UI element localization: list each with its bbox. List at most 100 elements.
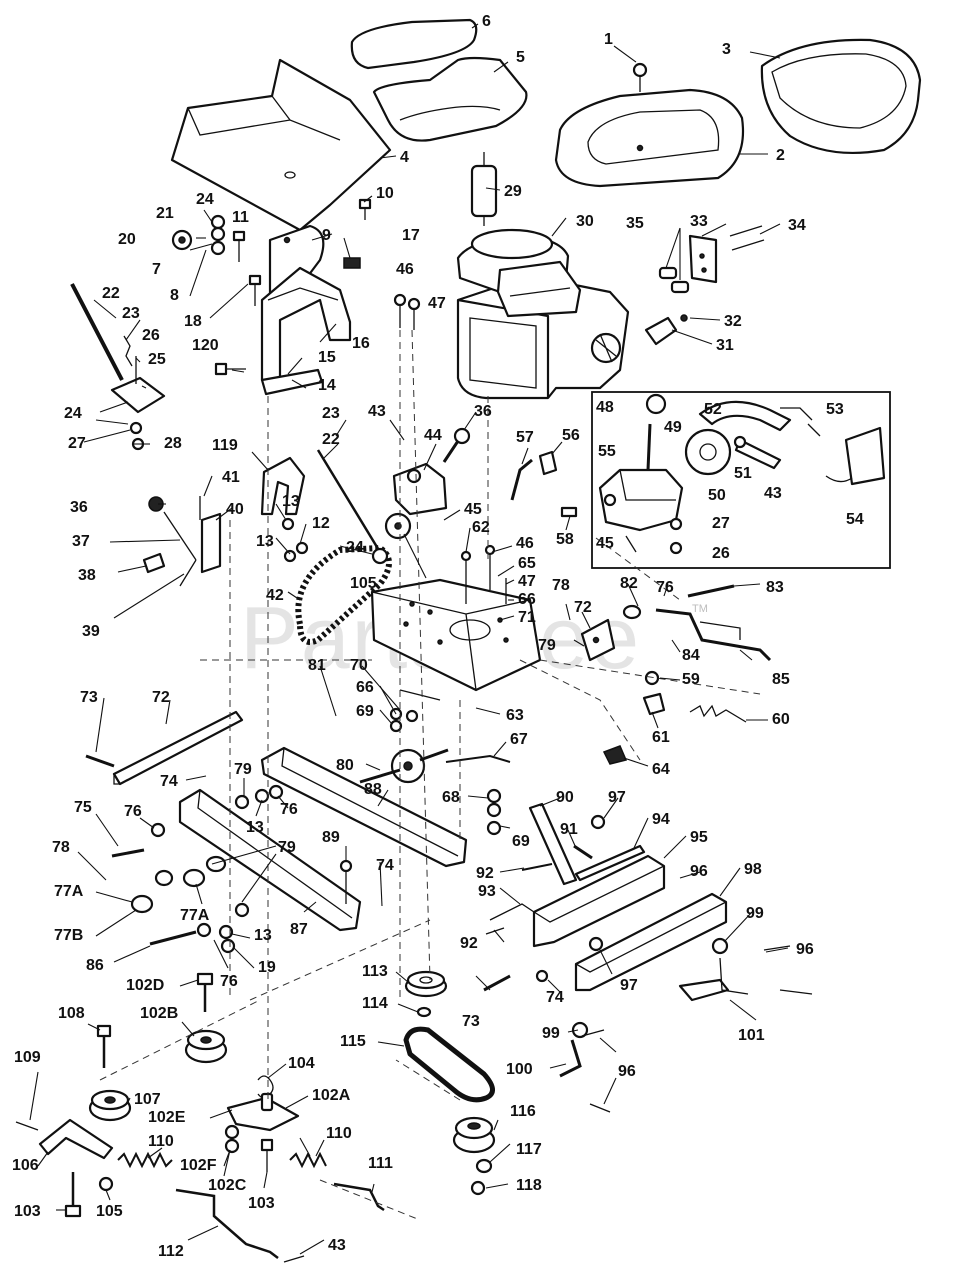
part-label: 21	[156, 205, 174, 222]
part-label: 102B	[140, 1005, 178, 1022]
part-label: 99	[746, 905, 764, 922]
seat-pan-part-4	[170, 58, 392, 232]
part-label: 96	[618, 1063, 636, 1080]
screws-part-34	[729, 225, 765, 251]
bolt-part-83	[687, 584, 735, 598]
part-label: 56	[562, 427, 580, 444]
part-label: 44	[424, 427, 442, 444]
part-label: 102A	[312, 1087, 351, 1104]
part-label: 72	[152, 689, 170, 706]
part-label: 26	[142, 327, 160, 344]
linkage-part-100	[559, 1039, 582, 1078]
part-label: 102D	[126, 977, 164, 994]
washer-stack-part-24-7-8	[210, 214, 226, 256]
bolt-part-120	[214, 362, 246, 376]
washer-parts-12-13	[281, 517, 309, 563]
part-label: 111	[368, 1155, 393, 1172]
spring-part-23	[123, 335, 133, 367]
bolt-part-11	[232, 230, 246, 262]
part-label: 3	[722, 41, 731, 58]
part-label: 58	[556, 531, 574, 548]
bolt-part-102D	[196, 972, 214, 1012]
part-label: 46	[396, 261, 414, 278]
part-label: 73	[462, 1013, 480, 1030]
part-label: 103	[248, 1195, 275, 1212]
part-label: 33	[690, 213, 708, 230]
part-label: 79	[234, 761, 252, 778]
pulley-part-102B	[184, 1029, 228, 1064]
part-label: 120	[192, 337, 219, 354]
frame-rail-part-88	[260, 746, 468, 868]
part-label: 62	[472, 519, 490, 536]
seat-back-cushion-part-6	[350, 18, 478, 70]
part-label: 17	[402, 227, 420, 244]
part-label: 4	[400, 149, 409, 166]
throttle-part-31	[644, 316, 678, 346]
knob-part-20	[171, 229, 193, 251]
part-label: 23	[122, 305, 140, 322]
nut-parts-13-19	[218, 924, 236, 954]
part-label: 110	[326, 1125, 352, 1142]
part-label: 71	[518, 609, 536, 626]
part-label: 83	[766, 579, 784, 596]
part-label: 102F	[180, 1157, 217, 1174]
part-label: 59	[682, 671, 700, 688]
part-labels: 1 2 3 4 5 6 9 10 11 17 20 21 24 7 8 22 2…	[12, 13, 864, 1260]
washers-parts-102F-102C	[224, 1124, 240, 1154]
part-label: 101	[738, 1027, 765, 1044]
shaft-part-90	[528, 802, 578, 886]
part-label: 52	[704, 401, 722, 418]
part-label: 68	[442, 789, 460, 806]
part-label: 22	[102, 285, 120, 302]
engine-part-30	[456, 228, 630, 400]
part-label: 74	[546, 989, 564, 1006]
bolt-part-103-left	[64, 1172, 82, 1218]
part-label: 64	[652, 761, 670, 778]
fuel-filter-part-29	[470, 152, 498, 226]
part-label: 37	[72, 533, 90, 550]
part-label: 96	[690, 863, 708, 880]
axle-sprocket-part-80	[359, 748, 449, 784]
pedal-part-54	[825, 426, 886, 486]
part-label: 72	[574, 599, 592, 616]
part-label: 90	[556, 789, 574, 806]
linkage-part-101	[678, 957, 749, 1002]
part-label: 81	[308, 657, 326, 674]
part-label: 82	[620, 575, 638, 592]
part-label: 39	[82, 623, 100, 640]
part-label: 7	[152, 261, 161, 278]
part-label: 43	[328, 1237, 346, 1254]
part-label: 45	[464, 501, 482, 518]
part-label: 26	[712, 545, 730, 562]
part-label: 51	[734, 465, 752, 482]
part-label: 32	[724, 313, 742, 330]
screw-part-32	[680, 314, 688, 322]
channel-part-98	[574, 892, 728, 992]
part-label: 16	[352, 335, 370, 352]
part-label: 109	[14, 1049, 41, 1066]
knob-part-56	[538, 450, 558, 476]
part-label: 47	[518, 573, 536, 590]
clip-part-17	[343, 257, 361, 269]
channel-part-72-left	[112, 710, 244, 786]
part-label: 78	[52, 839, 70, 856]
part-label: 105	[350, 575, 377, 592]
spacers-part-35	[658, 266, 690, 294]
part-label: 22	[322, 431, 340, 448]
part-label: 76	[280, 801, 298, 818]
bolt-parts-46-47-top	[393, 293, 421, 330]
part-label: 40	[226, 501, 244, 518]
part-label: 47	[428, 295, 446, 312]
transmission-inset-box	[591, 391, 891, 569]
springs-part-110	[117, 1151, 327, 1169]
lever-parts-37-39	[163, 511, 197, 587]
part-label: 57	[516, 429, 534, 446]
part-label: 53	[826, 401, 844, 418]
washer-parts-68-69	[486, 788, 502, 836]
clutch-assembly-part-44	[392, 427, 471, 516]
watermark-trademark: TM	[692, 603, 708, 615]
part-label: 106	[12, 1157, 39, 1174]
part-label: 49	[664, 419, 682, 436]
part-label: 70	[350, 657, 368, 674]
part-label: 87	[290, 921, 308, 938]
